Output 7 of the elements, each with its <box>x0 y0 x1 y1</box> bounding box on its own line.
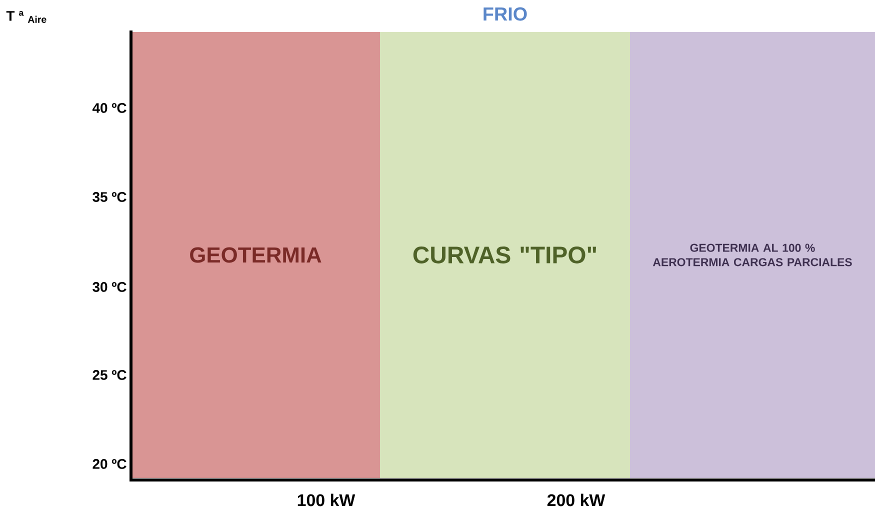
axis-title: T ª $_{Aire}$ <box>6 11 46 23</box>
tick-label: 200 kW <box>547 494 606 506</box>
band: GEOTERMIA <box>131 32 380 478</box>
tick-label: 100 kW <box>298 494 356 506</box>
chart-title: FRIO <box>484 7 527 21</box>
band: CURVAS "TIPO" <box>380 32 630 478</box>
band: GEOTERMIA AL 100 % AEROTERMIA CARGAS PARCIALES <box>630 32 875 478</box>
